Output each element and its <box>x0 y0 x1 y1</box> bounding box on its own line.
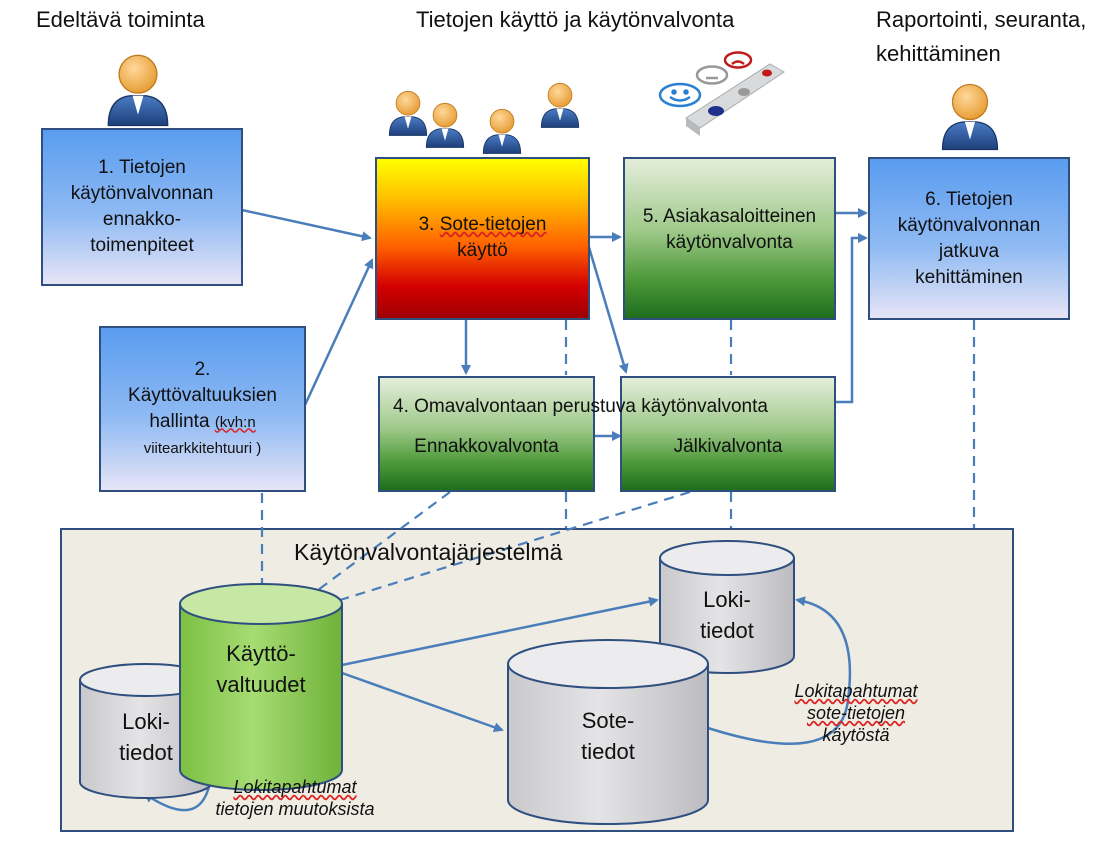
header-raportointi-line1: Raportointi, seuranta, <box>876 7 1087 32</box>
box-4-ennakkovalvonta: Ennakkovalvonta <box>378 376 595 492</box>
person-icon-left <box>107 54 169 127</box>
note-left-line-1: Lokitapahtumat <box>233 777 357 797</box>
header-raportointi-line2: kehittäminen <box>876 41 1001 66</box>
loki-right-line-1: Loki- <box>703 587 751 612</box>
box-5-line-1: 5. Asiakasaloitteinen <box>642 206 817 227</box>
loki-right-label: Loki- tiedot <box>660 584 794 646</box>
box-2-kvh: (kvh:n <box>214 413 256 431</box>
header-raportointi: Raportointi, seuranta, kehittäminen <box>876 6 1086 68</box>
box-2-line-3: hallinta (kvh:n <box>149 409 255 436</box>
people-group-icon <box>388 82 580 154</box>
box-2-line-1: 2. <box>194 358 211 380</box>
box-1-line-2: käytönvalvonnan <box>70 183 214 204</box>
box-1-line-4: toimenpiteet <box>90 235 194 256</box>
note-lokitapahtumat-kaytosta: Lokitapahtumat sote-tietojen käytöstä <box>770 680 942 746</box>
loki-right-line-2: tiedot <box>700 618 754 643</box>
kayttovaltuudet-label: Käyttö- valtuudet <box>180 638 342 700</box>
box-4-jalkivalvonta: Jälkivalvonta <box>620 376 836 492</box>
box-1-line-3: ennakko- <box>102 209 182 230</box>
sote-tiedot-label: Sote- tiedot <box>508 705 708 767</box>
kayttovaltuudet-cylinder <box>179 583 343 791</box>
box-1-ennakkotoimenpiteet: 1. Tietojen käytönvalvonnan ennakko- toi… <box>41 128 243 286</box>
box-6-line-2: käytönvalvonnan <box>897 214 1041 236</box>
box-4-ennakkovalvonta-label: Ennakkovalvonta <box>414 436 559 457</box>
person-icon-right <box>941 83 999 151</box>
box-6-jatkuva-kehittaminen: 6. Tietojen käytönvalvonnan jatkuva kehi… <box>868 157 1070 320</box>
feedback-scale-icon <box>658 51 785 136</box>
box-2-line-4: viitearkkitehtuuri ) <box>143 439 262 457</box>
box-6-line-1: 6. Tietojen <box>925 188 1013 210</box>
kayttovaltuudet-line-2: valtuudet <box>216 672 306 697</box>
box-4-jalkivalvonta-label: Jälkivalvonta <box>673 436 783 457</box>
box-1-line-1: 1. Tietojen <box>98 157 186 178</box>
box-5-line-2: käytönvalvonta <box>666 232 793 253</box>
box-2-line-2: Käyttövaltuuksien <box>128 384 277 406</box>
system-title: Käytönvalvontajärjestelmä <box>294 539 563 565</box>
sote-tiedot-line-1: Sote- <box>581 708 635 733</box>
box-4-title: 4. Omavalvontaan perustuva käytönvalvont… <box>393 396 768 417</box>
box-3-line-1: 3. Sote-tietojen <box>419 212 547 238</box>
note-right-line-2: sote-tietojen <box>806 703 906 723</box>
box-3-line-2: käyttö <box>457 240 508 261</box>
box-6-line-3: jatkuva <box>938 240 1000 262</box>
loki-left-line-2: tiedot <box>119 740 173 765</box>
box-5-asiakasaloitteinen: 5. Asiakasaloitteinen käytönvalvonta <box>623 157 836 320</box>
note-left-line-2: tietojen muutoksista <box>215 799 375 819</box>
box-2-hallinta: hallinta <box>149 410 210 432</box>
sote-tiedot-line-2: tiedot <box>581 739 635 764</box>
box-3-sote-tietojen-kaytto: 3. Sote-tietojen käyttö <box>375 157 590 320</box>
note-right-line-1: Lokitapahtumat <box>794 681 918 701</box>
note-right-line-3: käytöstä <box>822 725 890 745</box>
header-edeltava: Edeltävä toiminta <box>36 7 205 32</box>
box-3-number: 3. <box>418 214 435 235</box>
sote-tiedot-cylinder <box>507 639 709 825</box>
loki-left-line-1: Loki- <box>122 709 170 734</box>
loki-left-label: Loki- tiedot <box>80 706 212 768</box>
header-tietojen-kaytto: Tietojen käyttö ja käytönvalvonta <box>416 7 735 32</box>
kayttovaltuudet-line-1: Käyttö- <box>226 641 296 666</box>
box-2-kayttovaltuuksien-hallinta: 2. Käyttövaltuuksien hallinta (kvh:n vii… <box>99 326 306 492</box>
box-6-line-4: kehittäminen <box>915 266 1023 288</box>
note-lokitapahtumat-muutoksista: Lokitapahtumat tietojen muutoksista <box>190 776 400 820</box>
box-3-sote-tietojen: Sote-tietojen <box>439 214 547 235</box>
